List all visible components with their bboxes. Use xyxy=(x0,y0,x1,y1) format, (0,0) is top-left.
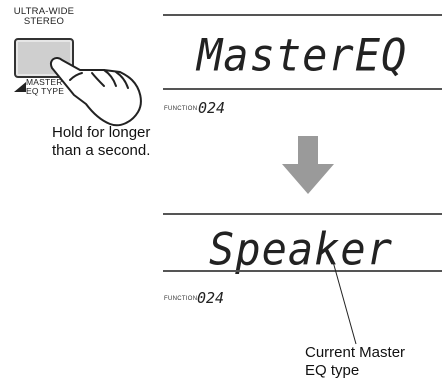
callout-line2: EQ type xyxy=(305,362,360,379)
display-top-function-number: 024 xyxy=(198,99,226,117)
display-top-lower-rule xyxy=(163,88,442,90)
button-top-label-line2: STEREO xyxy=(23,16,65,27)
display-top-main-text: MasterEQ xyxy=(197,29,408,82)
display-bottom-main-text: Speaker xyxy=(209,223,394,276)
display-bottom-lower-rule xyxy=(163,270,442,272)
hand-press-icon xyxy=(50,57,142,127)
button-top-label: ULTRA-WIDE STEREO xyxy=(2,7,86,27)
instruction-text: Hold for longer than a second. xyxy=(52,124,182,160)
button-bottom-label-line1: MASTER xyxy=(26,77,63,87)
button-top-label-line1: ULTRA-WIDE xyxy=(13,6,75,17)
display-bottom-function-label: FUNCTION xyxy=(164,296,198,302)
instruction-line1: Hold for longer xyxy=(52,124,151,141)
button-bottom-label-line2: EQ TYPE xyxy=(26,86,65,96)
callout-leader-line xyxy=(331,257,357,345)
display-top-function-label: FUNCTION xyxy=(164,106,198,112)
display-bottom-function-number: 024 xyxy=(197,289,225,307)
instruction-line2: than a second. xyxy=(52,142,151,159)
triangle-icon xyxy=(14,82,26,92)
display-bottom-upper-rule xyxy=(163,213,442,215)
callout-line1: Current Master xyxy=(305,344,406,361)
callout-text: Current Master EQ type xyxy=(305,344,442,380)
down-arrow-icon xyxy=(282,136,334,194)
display-top-upper-rule xyxy=(163,14,442,16)
